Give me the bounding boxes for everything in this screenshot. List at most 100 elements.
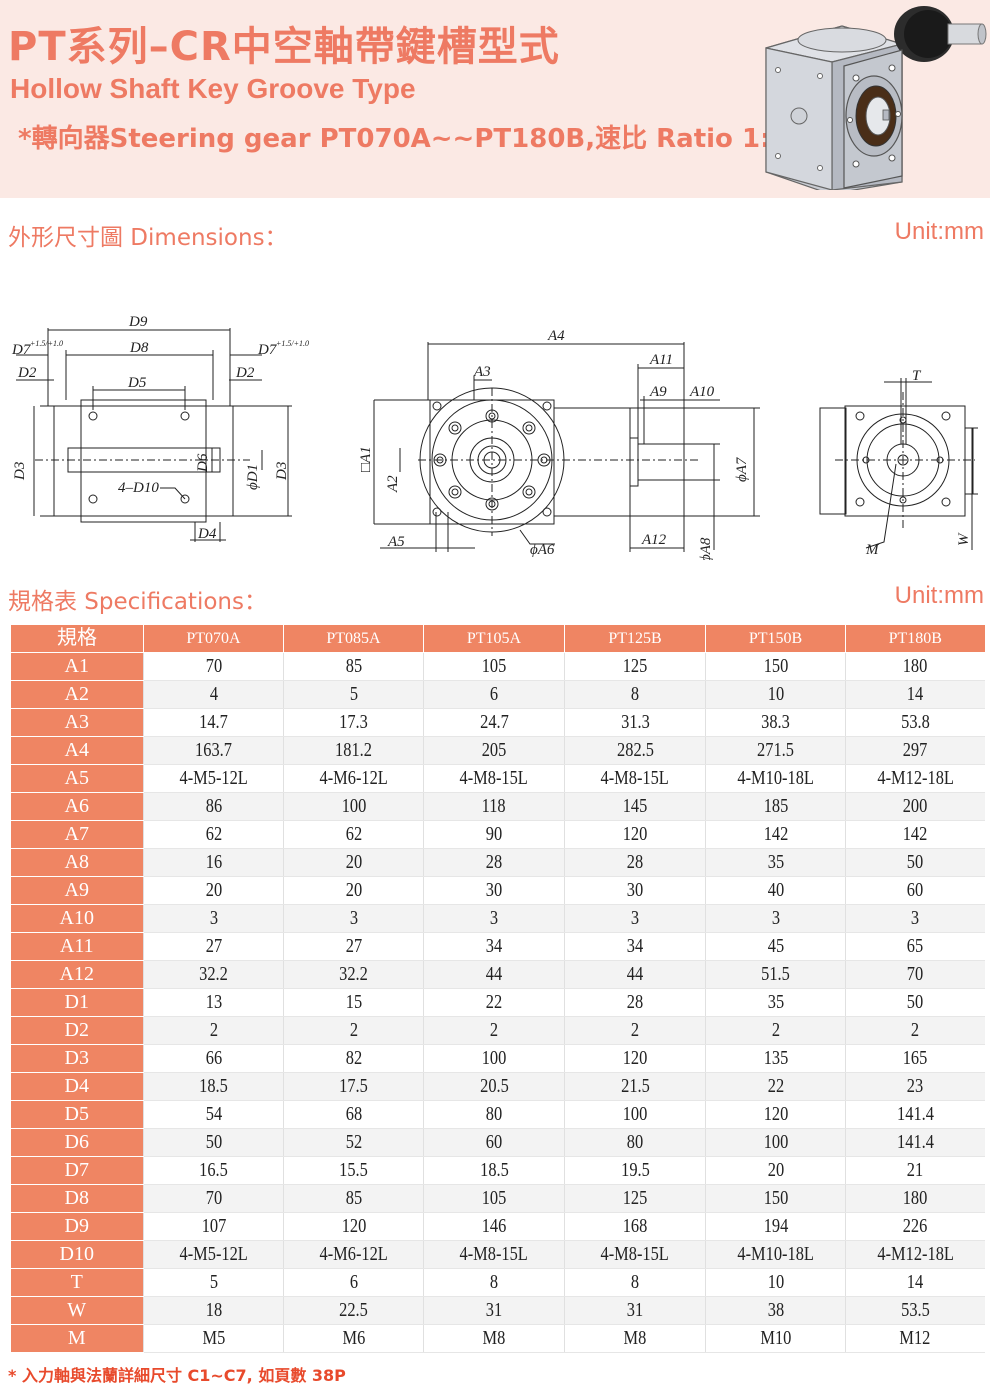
cell-value: 4-M8-15L <box>459 1243 529 1265</box>
cell-value: 105 <box>481 1187 507 1209</box>
table-cell: 70 <box>845 960 985 989</box>
page-title: PT系列–CR中空軸帶鍵槽型式 <box>8 24 560 70</box>
cell-value: 4-M8-15L <box>600 767 670 789</box>
table-cell: 3 <box>705 904 846 933</box>
cell-value: 70 <box>205 655 222 677</box>
label-a11: A11 <box>649 352 673 368</box>
table-cell: 21 <box>845 1156 985 1185</box>
cell-value: 85 <box>345 655 362 677</box>
cell-value: 141.4 <box>896 1131 934 1153</box>
table-cell: 120 <box>564 820 706 849</box>
table-cell: 125 <box>564 652 706 681</box>
label-a7: ϕA7 <box>734 456 750 482</box>
table-cell: 3 <box>423 904 565 933</box>
table-cell: 35 <box>705 988 846 1017</box>
cell-value: 65 <box>907 935 924 957</box>
cell-value: 54 <box>205 1103 222 1125</box>
table-cell: 107 <box>143 1212 284 1241</box>
label-a8: ϕA8 <box>698 537 714 560</box>
table-cell: 141.4 <box>845 1128 985 1157</box>
column-header: PT070A <box>143 625 284 653</box>
table-cell: 70 <box>143 1184 284 1213</box>
cell-value: 194 <box>763 1215 788 1237</box>
table-cell: 135 <box>705 1044 846 1073</box>
table-cell: 50 <box>143 1128 284 1157</box>
table-cell: 2 <box>564 1016 706 1045</box>
label-a9: A9 <box>649 384 667 400</box>
dimension-drawing: D9 D8 D7 +1.5/+1.0 D7 +1.5/+1.0 D2 D2 D5… <box>11 314 978 560</box>
table-cell: 18 <box>143 1296 284 1325</box>
label-a10: A10 <box>689 384 715 400</box>
cell-value: 3 <box>489 907 499 929</box>
cell-value: 20.5 <box>479 1075 509 1097</box>
label-d5: D5 <box>127 375 147 391</box>
side-view-body <box>53 405 234 517</box>
cell-value: 18.5 <box>479 1159 509 1181</box>
cell-value: 6 <box>349 1271 358 1293</box>
cell-value: 10 <box>767 683 784 705</box>
table-cell: 31.3 <box>564 708 706 737</box>
table-cell: 62 <box>283 820 424 849</box>
cell-value: 86 <box>205 795 222 817</box>
table-cell: 3 <box>564 904 706 933</box>
dimensions-heading: 外形尺寸圖 Dimensions： <box>8 225 288 251</box>
table-cell: 14 <box>845 680 985 709</box>
cell-value: 100 <box>341 795 366 817</box>
cell-value: 23 <box>907 1075 924 1097</box>
table-cell: 180 <box>845 652 985 681</box>
specifications-unit: Unit:mm <box>894 582 984 609</box>
table-cell: 165 <box>845 1044 985 1073</box>
table-cell: 4-M8-15L <box>423 764 565 793</box>
cell-value: 27 <box>345 935 362 957</box>
cell-value: 3 <box>911 907 920 929</box>
label-a4: A4 <box>547 328 565 344</box>
table-cell: 163.7 <box>143 736 284 765</box>
cell-value: 27 <box>205 935 222 957</box>
footnote: * 入力軸與法蘭詳細尺寸 C1~C7, 如頁數 38P <box>8 1366 346 1385</box>
table-cell: 4-M10-18L <box>705 1240 846 1269</box>
table-cell: 4-M12-18L <box>845 764 985 793</box>
table-cell: 60 <box>423 1128 565 1157</box>
column-header: PT180B <box>845 625 985 653</box>
cell-value: 85 <box>345 1187 362 1209</box>
cell-value: 28 <box>485 851 503 873</box>
table-cell: 85 <box>283 652 424 681</box>
table-cell: 4 <box>143 680 284 709</box>
row-label: A11 <box>10 932 144 961</box>
cell-value: 150 <box>763 655 788 677</box>
table-cell: 16.5 <box>143 1156 284 1185</box>
label-d3-right: D3 <box>274 462 290 481</box>
table-cell: 200 <box>845 792 985 821</box>
cell-value: 10 <box>767 1271 784 1293</box>
table-cell: 31 <box>564 1296 706 1325</box>
table-cell: 10 <box>705 1268 846 1297</box>
cell-value: 80 <box>626 1131 644 1153</box>
table-cell: 4-M12-18L <box>845 1240 985 1269</box>
cell-value: 2 <box>489 1019 499 1041</box>
table-cell: 34 <box>564 932 706 961</box>
cell-value: 14.7 <box>199 711 228 733</box>
table-cell: 15 <box>283 988 424 1017</box>
table-corner-header: 規格 <box>10 625 144 653</box>
table-cell: M10 <box>705 1324 846 1353</box>
cell-value: 200 <box>902 795 928 817</box>
label-a6: ϕA6 <box>530 542 555 558</box>
cell-value: 2 <box>630 1019 640 1041</box>
table-cell: 80 <box>423 1100 565 1129</box>
cell-value: 24.7 <box>479 711 509 733</box>
table-cell: 125 <box>564 1184 706 1213</box>
row-label: D10 <box>10 1240 144 1269</box>
cell-value: 120 <box>622 823 648 845</box>
table-cell: 10 <box>705 680 846 709</box>
cell-value: 6 <box>489 683 499 705</box>
cell-value: 50 <box>205 1131 222 1153</box>
table-cell: 28 <box>564 988 706 1017</box>
row-label: A6 <box>10 792 144 821</box>
cell-value: 18 <box>205 1299 222 1321</box>
cell-value: 22 <box>767 1075 784 1097</box>
